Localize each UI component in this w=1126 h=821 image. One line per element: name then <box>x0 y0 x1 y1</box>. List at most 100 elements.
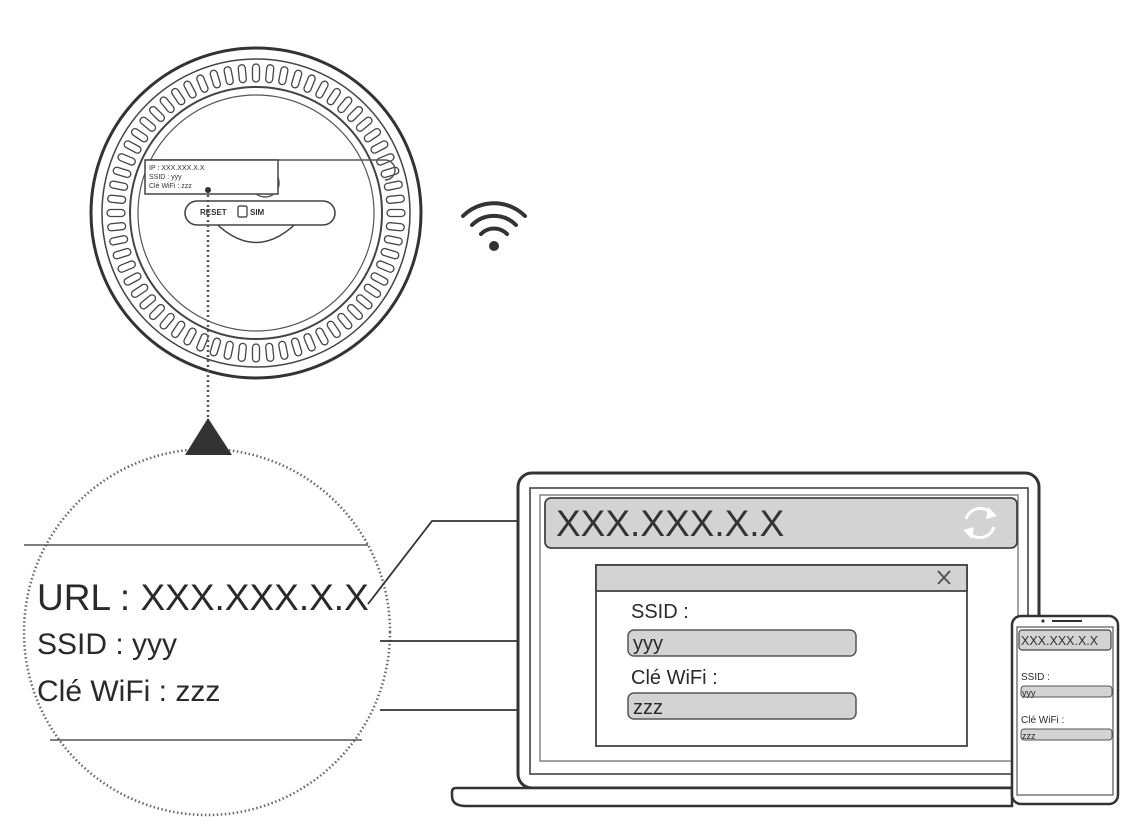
vent-slot <box>148 303 166 321</box>
vent-slot <box>315 327 329 346</box>
magnifier <box>22 418 392 817</box>
vent-slot <box>385 194 405 204</box>
vent-slot <box>376 153 395 166</box>
vent-slot <box>223 340 234 360</box>
vent-slot <box>237 64 247 84</box>
vent-slot <box>139 116 157 132</box>
vent-slot <box>106 208 126 218</box>
vent-slot <box>386 208 406 218</box>
vent-slot <box>346 105 364 123</box>
laptop-key-value[interactable]: zzz <box>633 697 663 719</box>
vent-slot <box>383 180 403 191</box>
reset-button[interactable]: RESET <box>200 208 227 217</box>
dialog-titlebar <box>595 564 968 592</box>
vent-slot <box>265 342 275 362</box>
phone-ssid-label: SSID : <box>1021 672 1050 683</box>
vent-slot <box>265 64 275 84</box>
vent-slot <box>130 283 149 298</box>
phone-ssid-field[interactable] <box>1020 685 1113 698</box>
vent-slot <box>355 116 373 132</box>
vent-slot <box>112 247 132 260</box>
laptop-key-label: Clé WiFi : <box>631 667 718 689</box>
phone-key-label: Clé WiFi : <box>1021 715 1065 726</box>
router-button-bar <box>184 200 336 226</box>
vent-slot <box>159 312 175 330</box>
magnifier-ssid: SSID : yyy <box>37 628 178 661</box>
vent-slot <box>209 69 222 89</box>
vent-slot <box>109 180 129 191</box>
sim-slot-label: SIM <box>250 208 265 217</box>
vent-slot <box>370 272 389 286</box>
sticker-key: Clé WiFi : zzz <box>149 183 192 190</box>
vent-slot <box>326 320 341 339</box>
vent-slot <box>196 74 209 93</box>
phone-key-value[interactable]: zzz <box>1022 731 1036 741</box>
vent-slot <box>303 333 316 352</box>
refresh-icon[interactable] <box>963 506 997 540</box>
vent-slot <box>117 153 136 166</box>
magnifier-url: URL : XXX.XXX.X.X <box>37 577 369 618</box>
laptop-address-text[interactable]: XXX.XXX.X.X <box>556 503 785 544</box>
vent-slot <box>183 327 197 346</box>
vent-slot <box>290 69 303 89</box>
vent-slot <box>385 222 405 232</box>
vent-slot <box>383 235 403 246</box>
vent-slot <box>363 283 382 298</box>
vent-slot <box>171 87 186 106</box>
phone-key-field[interactable] <box>1020 728 1113 741</box>
pointer-triangle-icon <box>185 418 232 455</box>
vent-slot <box>346 303 364 321</box>
vent-slot <box>159 96 175 114</box>
laptop-ssid-value[interactable]: yyy <box>633 633 663 655</box>
vent-slot <box>376 260 395 273</box>
vent-slot <box>209 337 222 357</box>
vent-slot <box>380 166 400 179</box>
phone-ssid-value[interactable]: yyy <box>1022 688 1036 698</box>
vent-slot <box>278 340 289 360</box>
vent-slot <box>337 96 353 114</box>
router-vents <box>106 63 406 363</box>
vent-slot <box>123 140 142 154</box>
laptop-address-bar[interactable] <box>544 497 1018 549</box>
vent-slot <box>337 312 353 330</box>
vent-slot <box>315 80 329 99</box>
wifi-icon <box>461 201 527 251</box>
vent-slot <box>107 194 127 204</box>
phone-address-text[interactable]: XXX.XXX.X.X <box>1021 634 1099 648</box>
vent-slot <box>237 342 247 362</box>
vent-slot <box>251 343 261 363</box>
vent-slot <box>380 247 400 260</box>
close-icon[interactable] <box>937 570 951 585</box>
router-sticker <box>144 159 279 195</box>
vent-slot <box>148 105 166 123</box>
laptop-ssid-label: SSID : <box>631 601 689 623</box>
router-device <box>89 46 423 425</box>
vent-slot <box>290 337 303 357</box>
laptop-ssid-field[interactable] <box>627 629 857 657</box>
vent-slot <box>370 140 389 154</box>
vent-slot <box>278 66 289 86</box>
vent-slot <box>223 66 234 86</box>
sticker-ssid: SSID : yyy <box>149 174 182 181</box>
vent-slot <box>326 87 341 106</box>
vent-slot <box>130 128 149 143</box>
vent-slot <box>355 294 373 310</box>
vent-slot <box>123 272 142 286</box>
vent-slot <box>363 128 382 143</box>
vent-slot <box>196 333 209 352</box>
vent-slot <box>112 166 132 179</box>
magnifier-key: Clé WiFi : zzz <box>37 675 221 708</box>
vent-slot <box>109 235 129 246</box>
laptop-key-field[interactable] <box>627 692 857 720</box>
vent-slot <box>117 260 136 273</box>
vent-slot <box>251 63 261 83</box>
vent-slot <box>303 74 316 93</box>
phone-address-bar[interactable] <box>1018 629 1112 651</box>
laptop <box>450 471 1041 808</box>
sim-icon <box>237 205 248 218</box>
vent-slot <box>139 294 157 310</box>
phone <box>1010 614 1120 806</box>
sticker-url: IP : XXX.XXX.X.X <box>149 165 205 172</box>
vent-slot <box>171 320 186 339</box>
